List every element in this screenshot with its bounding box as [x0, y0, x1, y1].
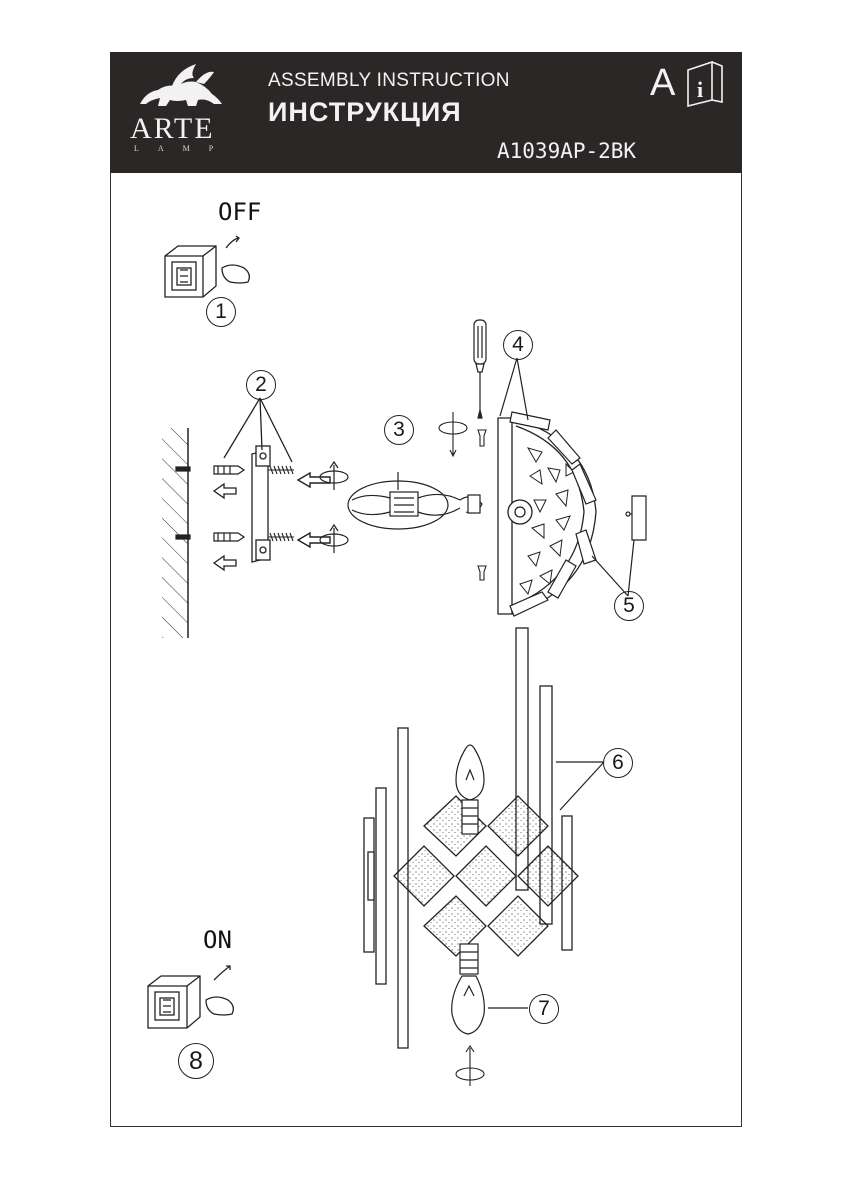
step-number-2: 2: [246, 370, 276, 400]
step-number-7: 7: [529, 994, 559, 1024]
on-label: ON: [203, 926, 232, 954]
brand-subtitle: LAMP: [134, 144, 233, 153]
page-frame: [110, 52, 742, 1127]
step-number-4: 4: [503, 330, 533, 360]
model-number: A1039AP-2BK: [497, 139, 637, 163]
brand-name: ARTE: [130, 112, 215, 145]
step-number-8: 8: [178, 1043, 214, 1079]
off-label: OFF: [218, 198, 262, 226]
header-bar: [110, 52, 742, 173]
step-number-5: 5: [614, 591, 644, 621]
language-letter: A: [650, 62, 676, 104]
step-number-3: 3: [384, 415, 414, 445]
step-number-1: 1: [206, 297, 236, 327]
title-english: ASSEMBLY INSTRUCTION: [268, 70, 510, 91]
title-russian: ИНСТРУКЦИЯ: [268, 97, 462, 127]
step-number-6: 6: [603, 748, 633, 778]
